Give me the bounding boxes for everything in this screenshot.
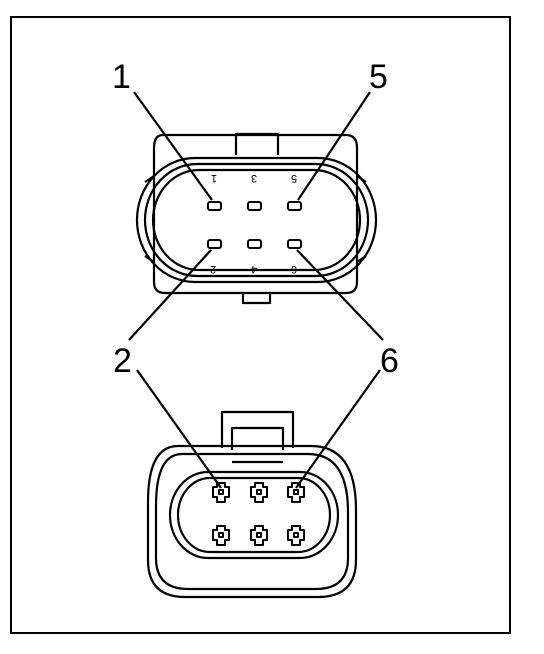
cavity-2-core xyxy=(218,489,224,495)
cavity-6-core xyxy=(293,489,299,495)
callout-1: 1 xyxy=(112,58,131,96)
leader-line-6-bottom xyxy=(295,369,381,489)
top-connector-rib-left-2 xyxy=(144,255,155,263)
pin-number-5: 5 xyxy=(291,172,297,184)
terminal-slot-3 xyxy=(247,201,262,211)
pin-number-6: 6 xyxy=(291,263,297,275)
top-connector-inner-shell xyxy=(151,168,362,272)
bottom-terminal-cavities xyxy=(212,482,305,546)
terminal-slot-2 xyxy=(207,239,222,249)
cavity-bottom-right-core xyxy=(293,532,299,538)
leader-line-2-top xyxy=(128,249,212,341)
bottom-connector-outer-shell-2 xyxy=(154,452,350,591)
cavity-bottom-center-core xyxy=(256,532,262,538)
leader-line-1 xyxy=(133,91,213,201)
callout-5: 5 xyxy=(369,58,388,96)
top-connector-rib-right-2 xyxy=(356,255,367,263)
pin-number-2: 2 xyxy=(210,263,216,275)
bottom-connector-outer-shell xyxy=(146,444,358,599)
bottom-connector-inner-face xyxy=(168,470,340,560)
bottom-connector xyxy=(146,410,358,599)
top-connector xyxy=(135,132,378,305)
leader-line-6-top xyxy=(296,249,384,341)
cavity-center-top-core xyxy=(256,489,262,495)
top-connector-rib-left xyxy=(144,175,155,183)
pin-number-4: 4 xyxy=(251,263,257,275)
leader-line-5 xyxy=(297,91,371,201)
terminal-slot-1 xyxy=(207,201,222,211)
bottom-connector-latch-inner xyxy=(230,426,285,450)
terminal-slot-4 xyxy=(247,239,262,249)
callout-6: 6 xyxy=(380,342,399,380)
top-connector-body xyxy=(152,133,359,295)
top-connector-outer-shell xyxy=(135,156,378,284)
leader-lines xyxy=(128,91,384,489)
terminal-slot-5 xyxy=(287,201,302,211)
leader-line-2-bottom xyxy=(136,369,222,489)
top-connector-latch xyxy=(234,132,280,155)
pin-number-3: 3 xyxy=(251,172,257,184)
cavity-bottom-left-core xyxy=(218,532,224,538)
callout-2: 2 xyxy=(113,342,132,380)
top-connector-mid-shell xyxy=(143,162,370,278)
top-connector-bottom-tab xyxy=(241,293,272,305)
top-connector-rib-right xyxy=(356,175,367,183)
top-terminal-slots xyxy=(207,201,302,249)
pin-number-1: 1 xyxy=(211,172,217,184)
bottom-connector-inner-face-2 xyxy=(176,476,332,554)
terminal-slot-6 xyxy=(287,239,302,249)
diagram-frame xyxy=(10,16,511,634)
bottom-connector-latch xyxy=(220,410,295,448)
